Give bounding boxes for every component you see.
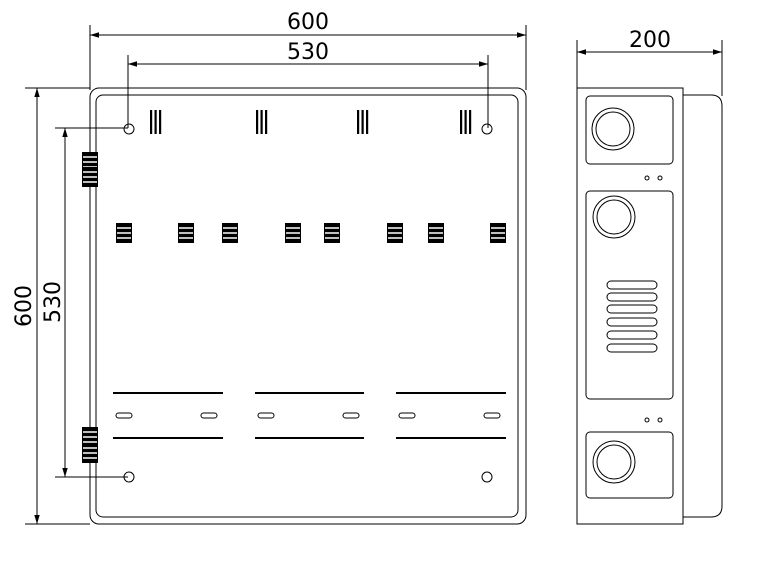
meter-clip bbox=[284, 222, 302, 244]
meter-clip bbox=[427, 222, 445, 244]
screw-icon bbox=[657, 417, 663, 423]
mounting-hole bbox=[481, 471, 493, 483]
dim-height-inner: 530 bbox=[41, 281, 66, 323]
cabinet-outline bbox=[89, 87, 527, 525]
vent-slot bbox=[606, 317, 658, 327]
meter-clip bbox=[221, 222, 239, 244]
vent-slot bbox=[606, 343, 658, 353]
door-panel bbox=[95, 94, 519, 518]
vent-slot bbox=[606, 330, 658, 340]
side-view: 200 bbox=[576, 28, 723, 525]
meter-clip bbox=[323, 222, 341, 244]
mounting-hole bbox=[481, 123, 493, 135]
dim-width-inner: 530 bbox=[287, 40, 329, 65]
vent-slots bbox=[357, 110, 369, 134]
meter-clip bbox=[489, 222, 507, 244]
din-rail-section bbox=[113, 392, 223, 439]
cable-knockout-icon bbox=[591, 107, 635, 151]
knockout-panel-bottom bbox=[585, 431, 674, 499]
vent-slot bbox=[606, 304, 658, 314]
screw-icon bbox=[644, 175, 650, 181]
hinge-top bbox=[81, 166, 99, 188]
mounting-hole bbox=[123, 471, 135, 483]
vent-slot bbox=[606, 292, 658, 302]
knockout-panel-top bbox=[585, 95, 674, 165]
side-panel-middle bbox=[585, 190, 674, 400]
vent-slots bbox=[460, 110, 472, 134]
cable-knockout-icon bbox=[592, 195, 636, 239]
dim-depth: 200 bbox=[629, 28, 671, 53]
meter-clip bbox=[177, 222, 195, 244]
vent-slots bbox=[256, 110, 268, 134]
cable-knockout-icon bbox=[592, 440, 636, 484]
vent-slot bbox=[606, 280, 658, 290]
dim-height-outer: 600 bbox=[12, 285, 37, 327]
dim-width-outer: 600 bbox=[287, 10, 329, 35]
side-body bbox=[576, 87, 684, 525]
mounting-hole bbox=[123, 123, 135, 135]
meter-clip bbox=[115, 222, 133, 244]
vent-slots bbox=[150, 110, 162, 134]
meter-clip bbox=[386, 222, 404, 244]
door-profile bbox=[683, 94, 723, 518]
front-view: 600 530 600 530 bbox=[12, 10, 527, 525]
din-rail-section bbox=[255, 392, 364, 439]
din-rail-section bbox=[396, 392, 506, 439]
hinge-bottom bbox=[81, 442, 99, 464]
screw-icon bbox=[657, 175, 663, 181]
screw-icon bbox=[644, 417, 650, 423]
